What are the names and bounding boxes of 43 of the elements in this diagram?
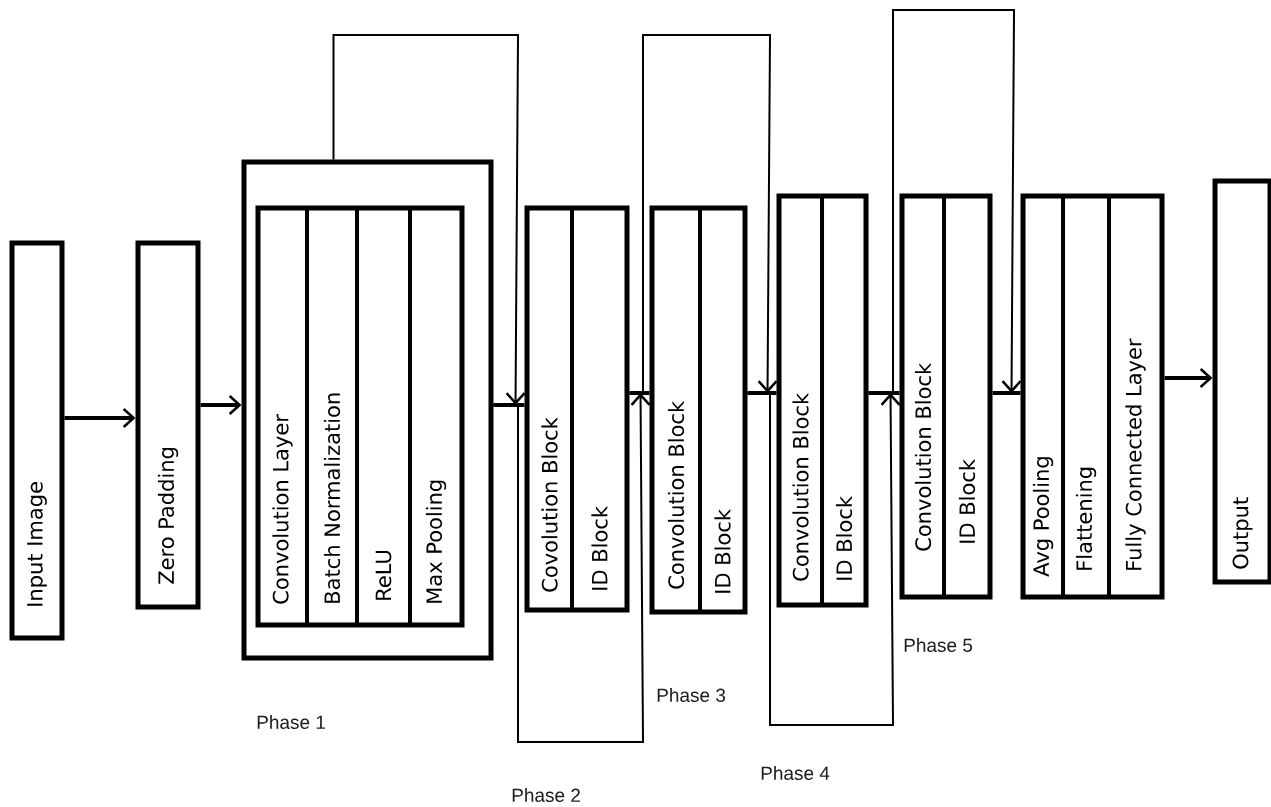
layer-cell: ID Block — [570, 206, 629, 612]
arrow — [332, 34, 526, 405]
phase-label: Phase 5 — [904, 638, 973, 652]
phase-frame — [899, 193, 993, 600]
layer-cell: Convolution Layer — [256, 206, 309, 627]
phase-label: Phase 2 — [512, 788, 580, 802]
phase-frame — [649, 205, 748, 615]
arrow — [200, 395, 242, 415]
phase-frame — [776, 193, 869, 608]
arrow — [867, 9, 1022, 394]
layer-cell: ID Block — [820, 194, 868, 607]
layer-cell: Flattening — [1061, 194, 1111, 599]
layer-cell: Fully Connected Layer — [1107, 194, 1164, 599]
phase-frame — [241, 159, 494, 661]
layer-cell: Convolution Block — [777, 194, 824, 607]
layer-cell: Convolution Block — [650, 206, 702, 614]
layer-cell: Covolution Block — [525, 206, 574, 612]
layer-cell: ReLU — [355, 206, 412, 627]
phase-frame — [1020, 193, 1165, 600]
phase-frame — [524, 205, 630, 613]
arrow — [746, 392, 901, 726]
layer-box: Input Image — [9, 240, 65, 641]
connector-line — [747, 391, 777, 395]
connector-line — [868, 391, 900, 395]
connector-line — [992, 391, 1021, 395]
layer-cell: Convolution Block — [900, 194, 946, 599]
layer-box: Output — [1212, 178, 1271, 585]
connector-line — [493, 403, 525, 407]
layer-cell: ID Block — [698, 206, 747, 614]
layer-cell: Avg Pooling — [1021, 194, 1065, 599]
layer-box: Zero Padding — [135, 240, 201, 610]
layer-cell: Max Pooling — [408, 206, 464, 627]
arrow — [1164, 368, 1213, 388]
phase-label: Phase 1 — [257, 715, 325, 729]
connector-line — [629, 391, 650, 395]
layer-cell: Batch Normalization — [305, 206, 359, 627]
phase-label: Phase 3 — [657, 688, 726, 702]
layer-cell: ID Block — [942, 194, 992, 599]
phase-label: Phase 4 — [761, 766, 830, 780]
block-frame — [255, 205, 465, 628]
arrow — [64, 408, 136, 428]
arrow — [492, 393, 651, 743]
arrow — [628, 34, 778, 394]
